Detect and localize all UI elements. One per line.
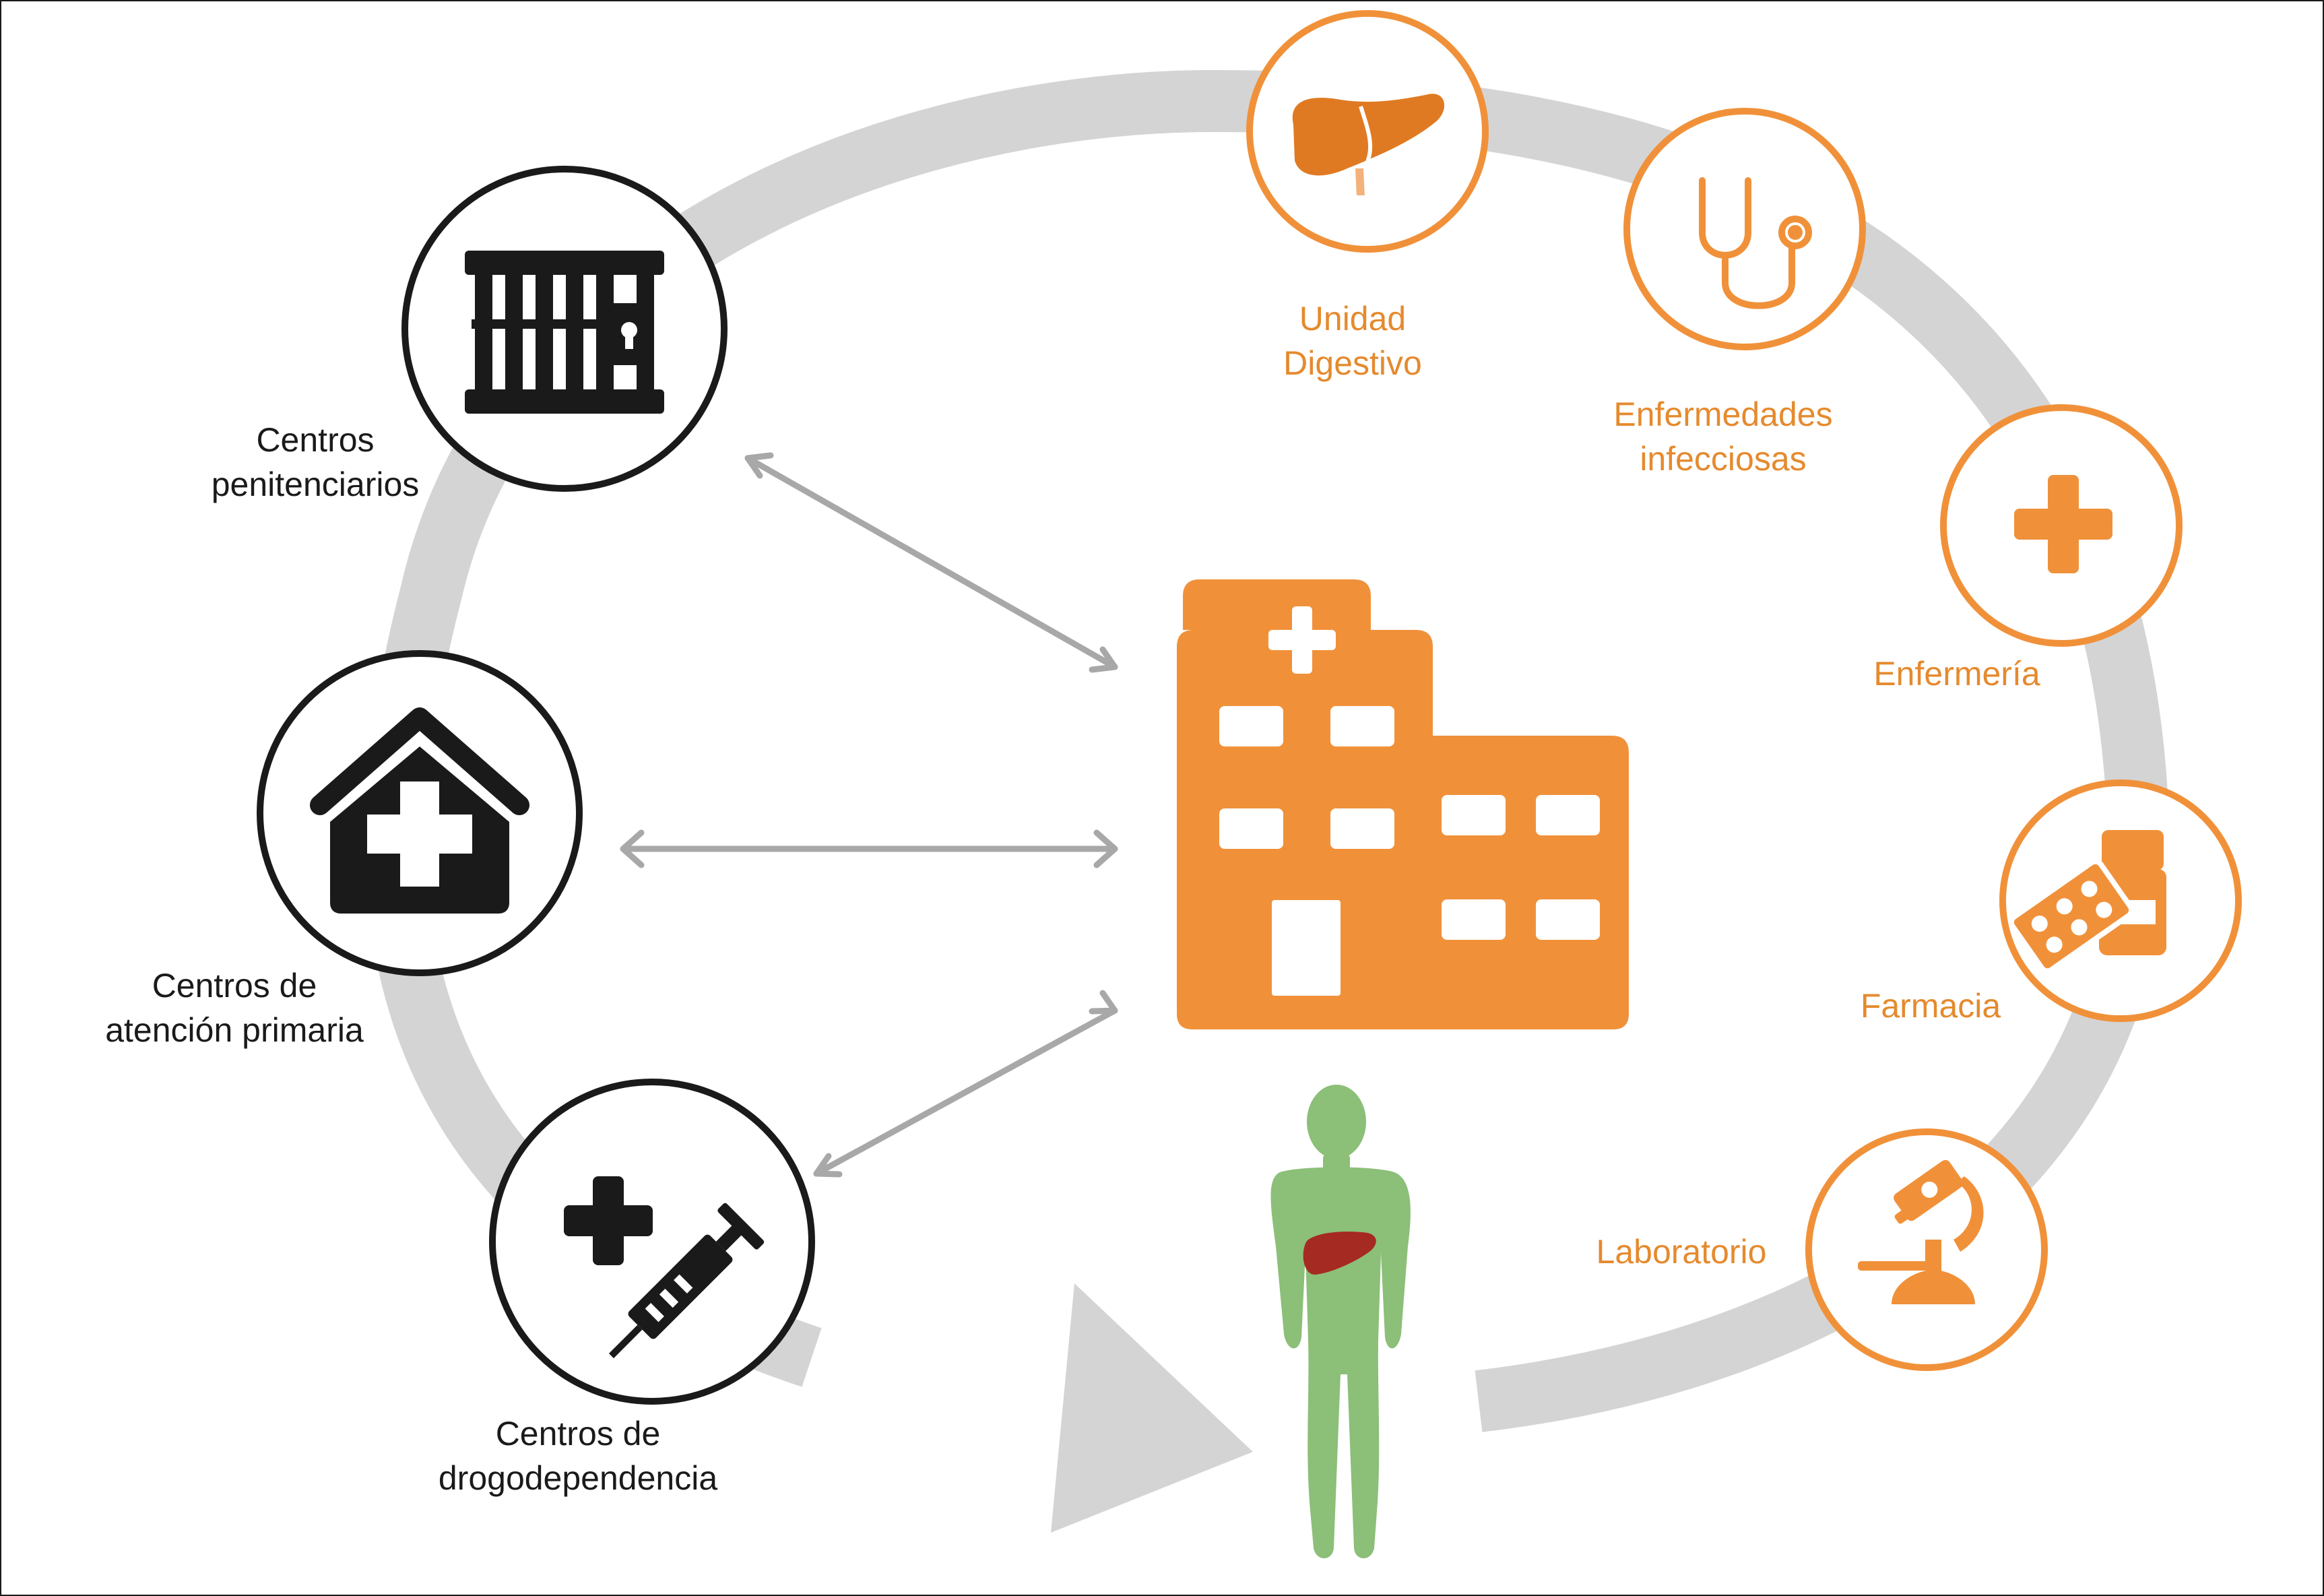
liver-organ <box>1303 1232 1376 1275</box>
label-laboratory: Laboratorio <box>1596 1233 1767 1271</box>
node-digestive-unit <box>1246 10 1489 253</box>
label-pharmacy: Farmacia <box>1860 987 2001 1025</box>
label-primary-care: Centros de atención primaria <box>105 967 364 1049</box>
label-penitentiary: Centros penitenciarios <box>211 421 420 503</box>
label-nursing: Enfermería <box>1873 655 2040 693</box>
pills-bottle-icon <box>2008 830 2166 974</box>
medical-cross-icon <box>2014 475 2112 573</box>
medical-cross-icon <box>564 1176 653 1265</box>
connector-arrows <box>620 452 1118 1178</box>
node-primary-care <box>257 650 583 976</box>
human-body <box>1270 1085 1411 1558</box>
cycle-band-arrowhead <box>1051 1283 1253 1533</box>
node-pharmacy <box>1999 779 2242 1022</box>
health-center-house-icon <box>310 707 529 914</box>
hospital-cross <box>1268 606 1336 674</box>
label-drug-dependency: Centros de drogodependencia <box>438 1415 718 1497</box>
node-nursing <box>1940 404 2183 647</box>
hospital-icon <box>1177 579 1629 1029</box>
label-infectious-diseases: Enfermedades infecciosas <box>1613 395 1833 478</box>
human-body-with-liver-icon <box>1270 1085 1411 1558</box>
prison-bars-icon <box>465 251 664 414</box>
node-infectious-diseases <box>1623 108 1866 350</box>
syringe-medical-cross-icon <box>564 1176 765 1359</box>
syringe-icon <box>608 1203 765 1359</box>
node-penitentiary <box>401 166 728 492</box>
stethoscope-icon <box>1699 177 1812 309</box>
label-digestive-unit: Unidad Digestivo <box>1283 300 1422 382</box>
liver-icon <box>1292 94 1445 198</box>
arrow-drug-center-hospital <box>813 990 1118 1178</box>
node-laboratory <box>1805 1128 2048 1371</box>
arrow-penitentiary-hospital <box>744 452 1118 673</box>
arrow-primary-care-hospital <box>620 829 1118 868</box>
node-drug-dependency <box>489 1079 815 1405</box>
microscope-icon <box>1858 1159 1984 1304</box>
hospital-windows <box>1219 706 1600 996</box>
